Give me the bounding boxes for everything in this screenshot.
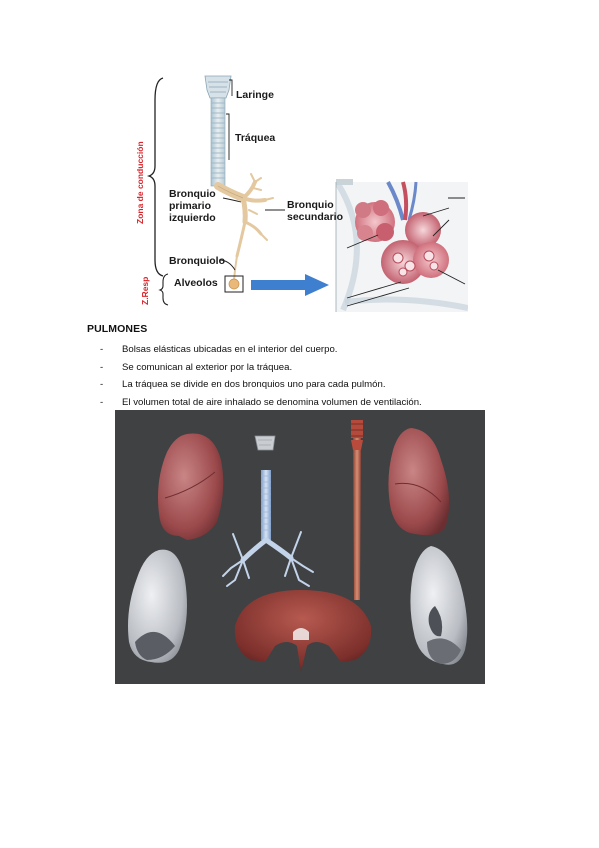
bullet-text: Bolsas elásticas ubicadas en el interior… <box>122 344 338 355</box>
bullet-item: - La tráquea se divide en dos bronquios u… <box>100 379 422 397</box>
label-bronquio-secundario-1: Bronquio <box>287 199 334 211</box>
bullet-dash: - <box>100 396 104 408</box>
respiratory-organs-illustration <box>128 420 468 672</box>
label-bronquio-secundario-2: secundario <box>287 211 344 223</box>
label-alveolos: Alveolos <box>174 277 218 289</box>
respiratory-tract-diagram: Zona de conducción Z.Resp Laringe Tráque… <box>133 70 468 312</box>
label-traquea: Tráquea <box>235 132 276 144</box>
bullet-item: - Bolsas elásticas ubicadas en el interio… <box>100 344 422 362</box>
bullet-text: El volumen total de aire inhalado se den… <box>122 396 422 408</box>
label-laringe: Laringe <box>236 89 274 101</box>
section-title: PULMONES <box>87 323 148 335</box>
zone-respiratory-label: Z.Resp <box>140 276 150 305</box>
bullet-dash: - <box>100 379 104 391</box>
respiratory-tract-illustration <box>146 75 468 312</box>
bullet-dash: - <box>100 344 104 355</box>
bullet-text: La tráquea se divide en dos bronquios un… <box>122 379 386 391</box>
label-bronquio-primario-2: primario <box>169 200 212 212</box>
zone-conduction-label: Zona de conducción <box>135 141 145 224</box>
bullet-item: - El volumen total de aire inhalado se de… <box>100 397 422 415</box>
label-bronquio-primario-1: Bronquio <box>169 188 216 200</box>
bullet-list: - Bolsas elásticas ubicadas en el interio… <box>100 344 422 414</box>
respiratory-organs-photo <box>115 410 485 684</box>
bullet-item: - Se comunican al exterior por la tráquea… <box>100 362 422 380</box>
label-bronquiolo: Bronquiolo <box>169 255 225 267</box>
bullet-dash: - <box>100 361 104 373</box>
bullet-text: Se comunican al exterior por la tráquea. <box>122 361 293 373</box>
label-bronquio-primario-3: izquierdo <box>169 212 216 224</box>
